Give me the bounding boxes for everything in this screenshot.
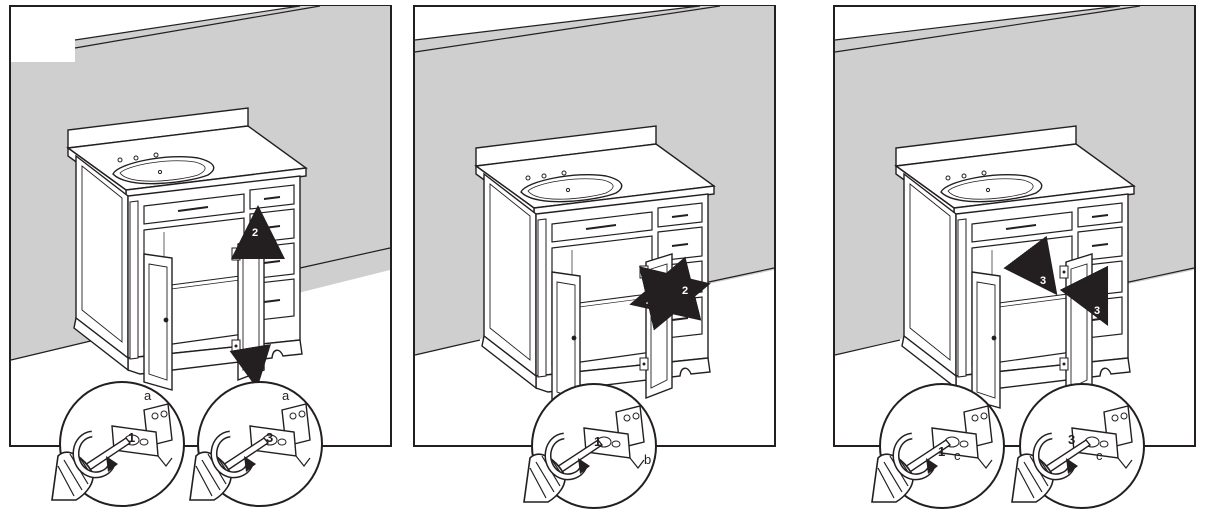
panel-2-arrow-label-2: 2 xyxy=(682,285,688,297)
panel-1-arrow-label-2: 3 xyxy=(248,369,254,381)
panel-2: 2 2 1 b xyxy=(413,5,776,508)
panel-3-vanity xyxy=(895,125,1135,409)
panel-2-callout-1-part: b xyxy=(644,452,651,467)
panel-3-arrow-label-1: 3 xyxy=(1040,275,1046,287)
panel-1-vanity xyxy=(67,107,307,391)
panel-3-callout-1-part: c xyxy=(954,448,961,463)
panel-3-arrow-label-2: 3 xyxy=(1094,305,1100,317)
panel-1: 2 3 1 a 3 a xyxy=(9,5,392,506)
panel-2-arrow-label-1: 2 xyxy=(646,295,652,307)
panel-3-callout-1: 1 c xyxy=(872,384,1004,508)
panel-2-callout-1-step: 1 xyxy=(594,434,601,449)
panel-3-arrow-1: 3 xyxy=(1003,235,1058,296)
panel-3-callout-2-step: 3 xyxy=(1068,432,1075,447)
panel-3-callout-2-part: c xyxy=(1096,448,1103,463)
panel-3-callout-2: 3 c xyxy=(1012,384,1144,508)
panel-1-arrow-up: 2 xyxy=(231,205,285,259)
panel-1-callout-2-step: 3 xyxy=(266,430,273,445)
panel-2-callout-1: 1 b xyxy=(524,384,656,508)
panel-1-arrow-label-1: 2 xyxy=(252,227,258,239)
panel-2-vanity xyxy=(475,125,715,409)
panel-1-callout-1-part: a xyxy=(144,388,152,403)
panel-2-arrow-right: 2 xyxy=(638,266,711,331)
panel-1-callout-1-step: 1 xyxy=(128,430,135,445)
panel-1-callout-2: 3 a xyxy=(190,382,322,506)
panel-3-callout-1-step: 1 xyxy=(938,444,945,459)
panel-1-callout-2-part: a xyxy=(282,388,290,403)
panel-3: 3 3 1 c 3 c xyxy=(833,5,1196,508)
panel-1-arrow-down: 3 xyxy=(229,344,271,389)
panel-3-arrow-2: 3 xyxy=(1059,265,1109,327)
panel-1-callout-1: 1 a xyxy=(52,382,184,506)
